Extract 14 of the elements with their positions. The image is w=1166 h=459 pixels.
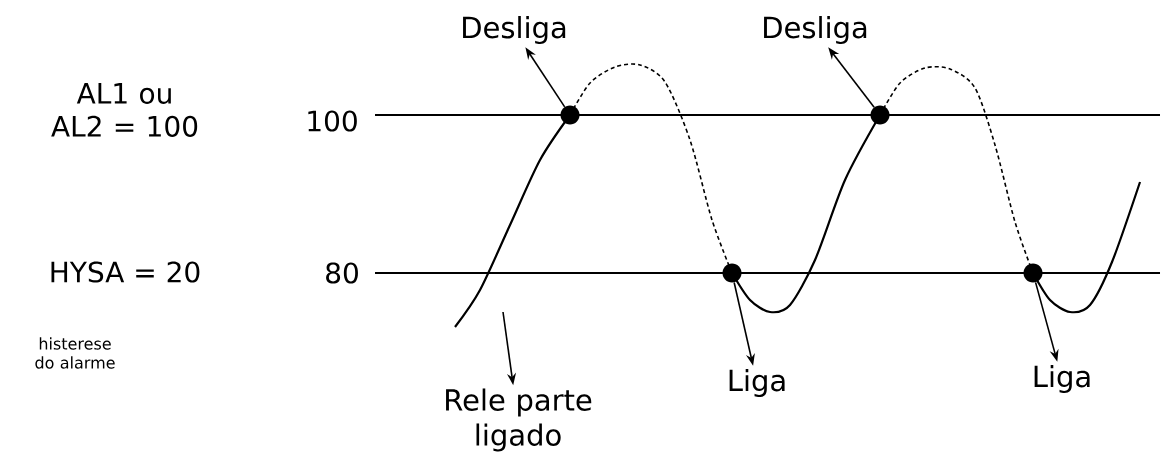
switch-point-dot [870,105,890,125]
axis-value: 100 [308,110,357,132]
state-label: Rele parte ligado [446,388,592,452]
switch-point-dot [1023,263,1043,283]
state-label: Desliga [764,15,867,45]
axis-value: 80 [326,262,358,284]
parameter-label: HYSA = 20 [51,261,200,283]
state-label: Desliga [463,15,566,45]
state-label: Liga [1034,364,1090,394]
parameter-label: AL1 ou AL2 = 100 [51,83,198,137]
switch-point-dot [722,263,742,283]
switch-point-dot [560,105,580,125]
annotation-text: histerese do alarme [35,337,115,369]
state-label: Liga [729,368,785,398]
